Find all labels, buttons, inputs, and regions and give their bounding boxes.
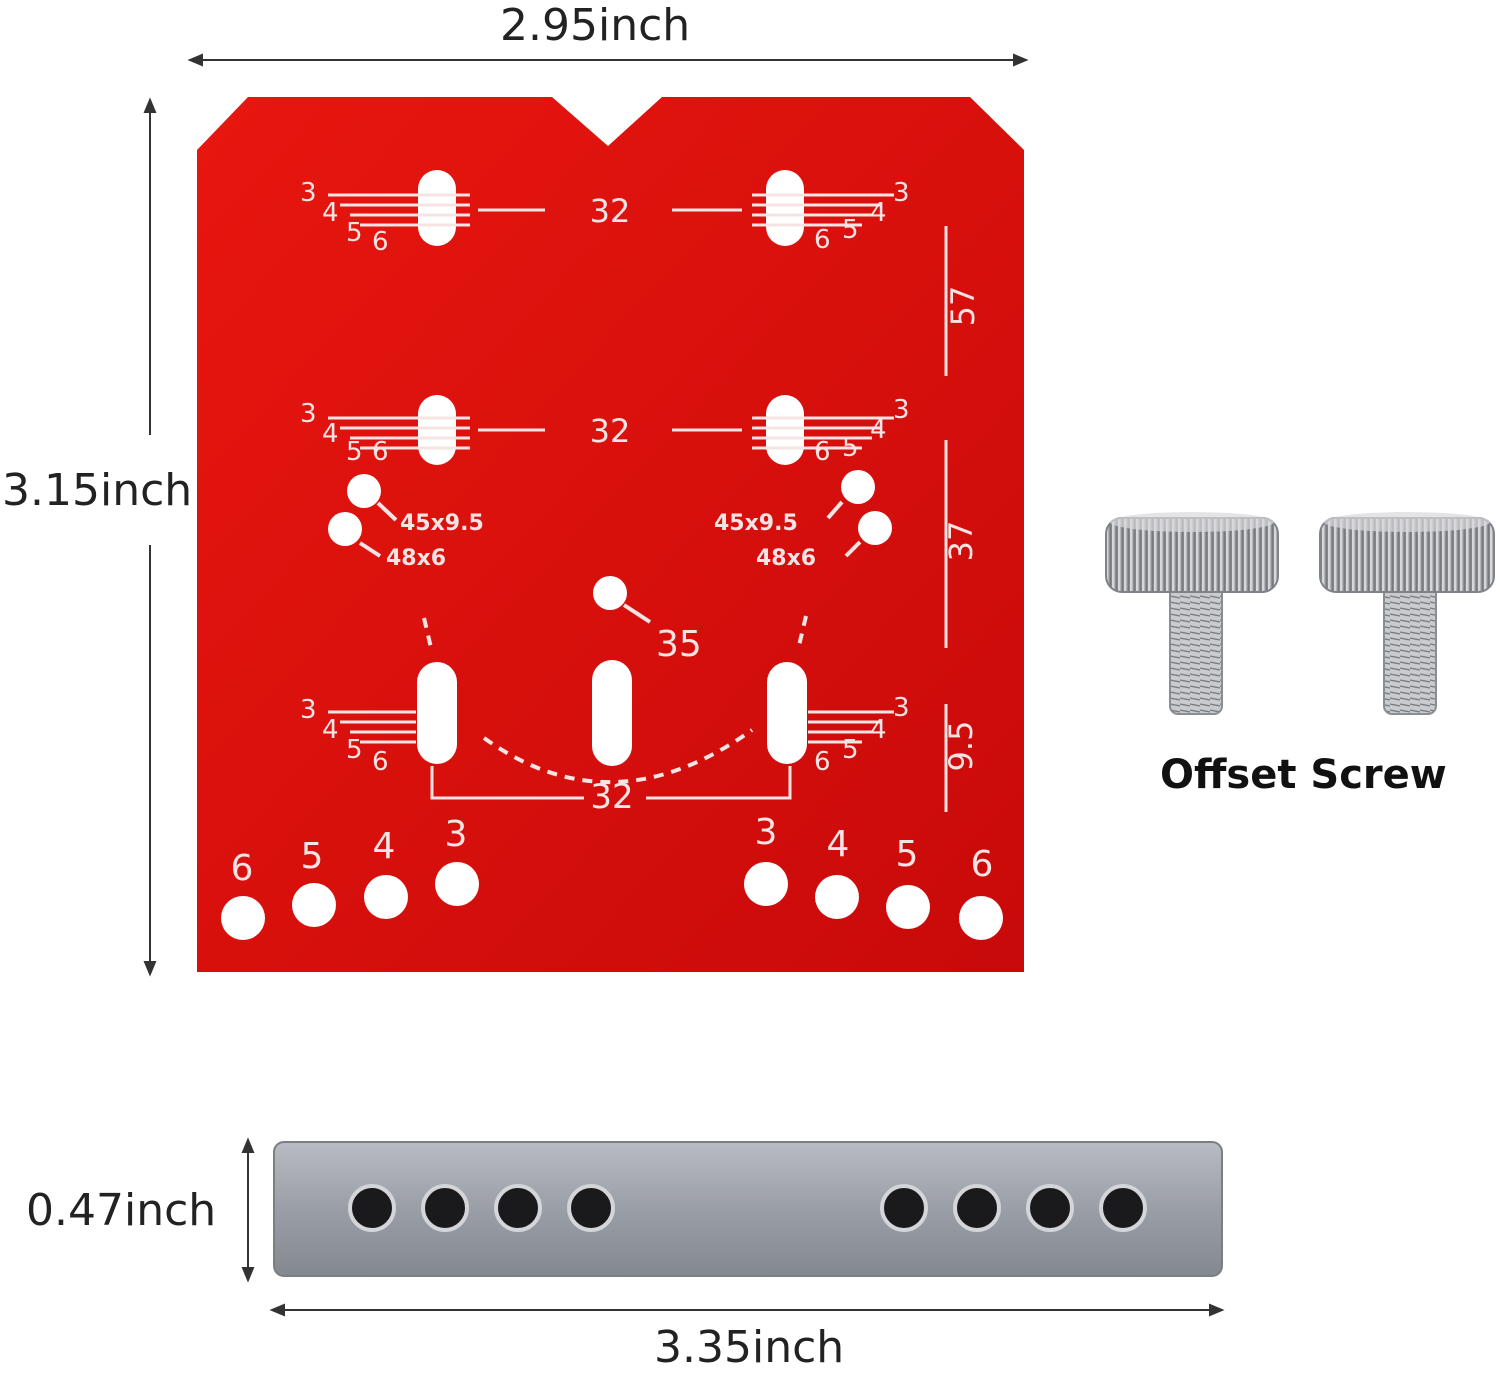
hole-number: 4 — [827, 824, 850, 865]
scale-digit: 5 — [346, 218, 363, 248]
hole-number: 5 — [896, 834, 919, 875]
bar-height-label: 0.47inch — [26, 1185, 217, 1236]
scale-digit: 3 — [893, 395, 910, 425]
scale-digit: 3 — [893, 693, 910, 723]
offset-screw-right — [1319, 512, 1495, 715]
scale-digit: 3 — [300, 695, 317, 725]
hole-number: 6 — [971, 844, 994, 885]
scale-digit: 4 — [870, 415, 887, 445]
scale-digit: 4 — [870, 198, 887, 228]
scale-digit: 5 — [346, 735, 363, 765]
hole-label: 45x9.5 — [714, 511, 798, 536]
plate-height-arrow — [143, 97, 157, 977]
plate-width-arrow — [187, 53, 1029, 67]
side-scale-value: 9.5 — [942, 721, 980, 772]
hole-label: 45x9.5 — [400, 511, 484, 536]
side-scale-value: 37 — [942, 521, 980, 562]
scale-digit: 6 — [372, 437, 389, 467]
scale-digit: 4 — [322, 198, 339, 228]
scale-digit: 5 — [842, 735, 859, 765]
scale-digit: 6 — [814, 747, 831, 777]
plate-height-label: 3.15inch — [2, 465, 193, 516]
hole-label: 48x6 — [386, 546, 446, 571]
center-distance: 32 — [590, 192, 631, 230]
scale-digit: 4 — [322, 419, 339, 449]
offset-screw-left — [1105, 512, 1279, 715]
scale-digit: 6 — [814, 437, 831, 467]
hole-number: 4 — [373, 826, 396, 867]
red-jig-plate — [197, 97, 1024, 972]
plate-text: 3 4 5 6 32 3 4 5 6 3 4 5 6 32 3 4 5 6 45… — [231, 178, 994, 889]
scale-digit: 3 — [300, 399, 317, 429]
scale-digit: 6 — [372, 747, 389, 777]
scale-digit: 6 — [814, 225, 831, 255]
scale-digit: 4 — [870, 715, 887, 745]
hole-number: 3 — [445, 814, 468, 855]
center-distance: 32 — [590, 412, 631, 450]
bar-height-arrow — [241, 1137, 255, 1283]
scale-digit: 3 — [893, 178, 910, 208]
metal-bar — [273, 1141, 1223, 1277]
hole-number: 5 — [301, 836, 324, 877]
offset-screw-label: Offset Screw — [1160, 752, 1447, 798]
scale-digit: 4 — [322, 715, 339, 745]
scale-digit: 6 — [372, 227, 389, 257]
scale-digit: 5 — [842, 215, 859, 245]
hole-number: 6 — [231, 848, 254, 889]
bar-width-label: 3.35inch — [654, 1322, 845, 1373]
plate-width-label: 2.95inch — [500, 0, 691, 51]
plate-markings — [221, 170, 1003, 940]
side-scale-value: 57 — [944, 286, 982, 327]
bar-width-arrow — [269, 1303, 1225, 1317]
hole-number: 3 — [755, 812, 778, 853]
scale-digit: 5 — [842, 433, 859, 463]
hole-label: 35 — [656, 624, 702, 665]
hole-label: 48x6 — [756, 546, 816, 571]
scale-digit: 5 — [346, 437, 363, 467]
center-distance: 32 — [590, 777, 633, 817]
scale-digit: 3 — [300, 178, 317, 208]
